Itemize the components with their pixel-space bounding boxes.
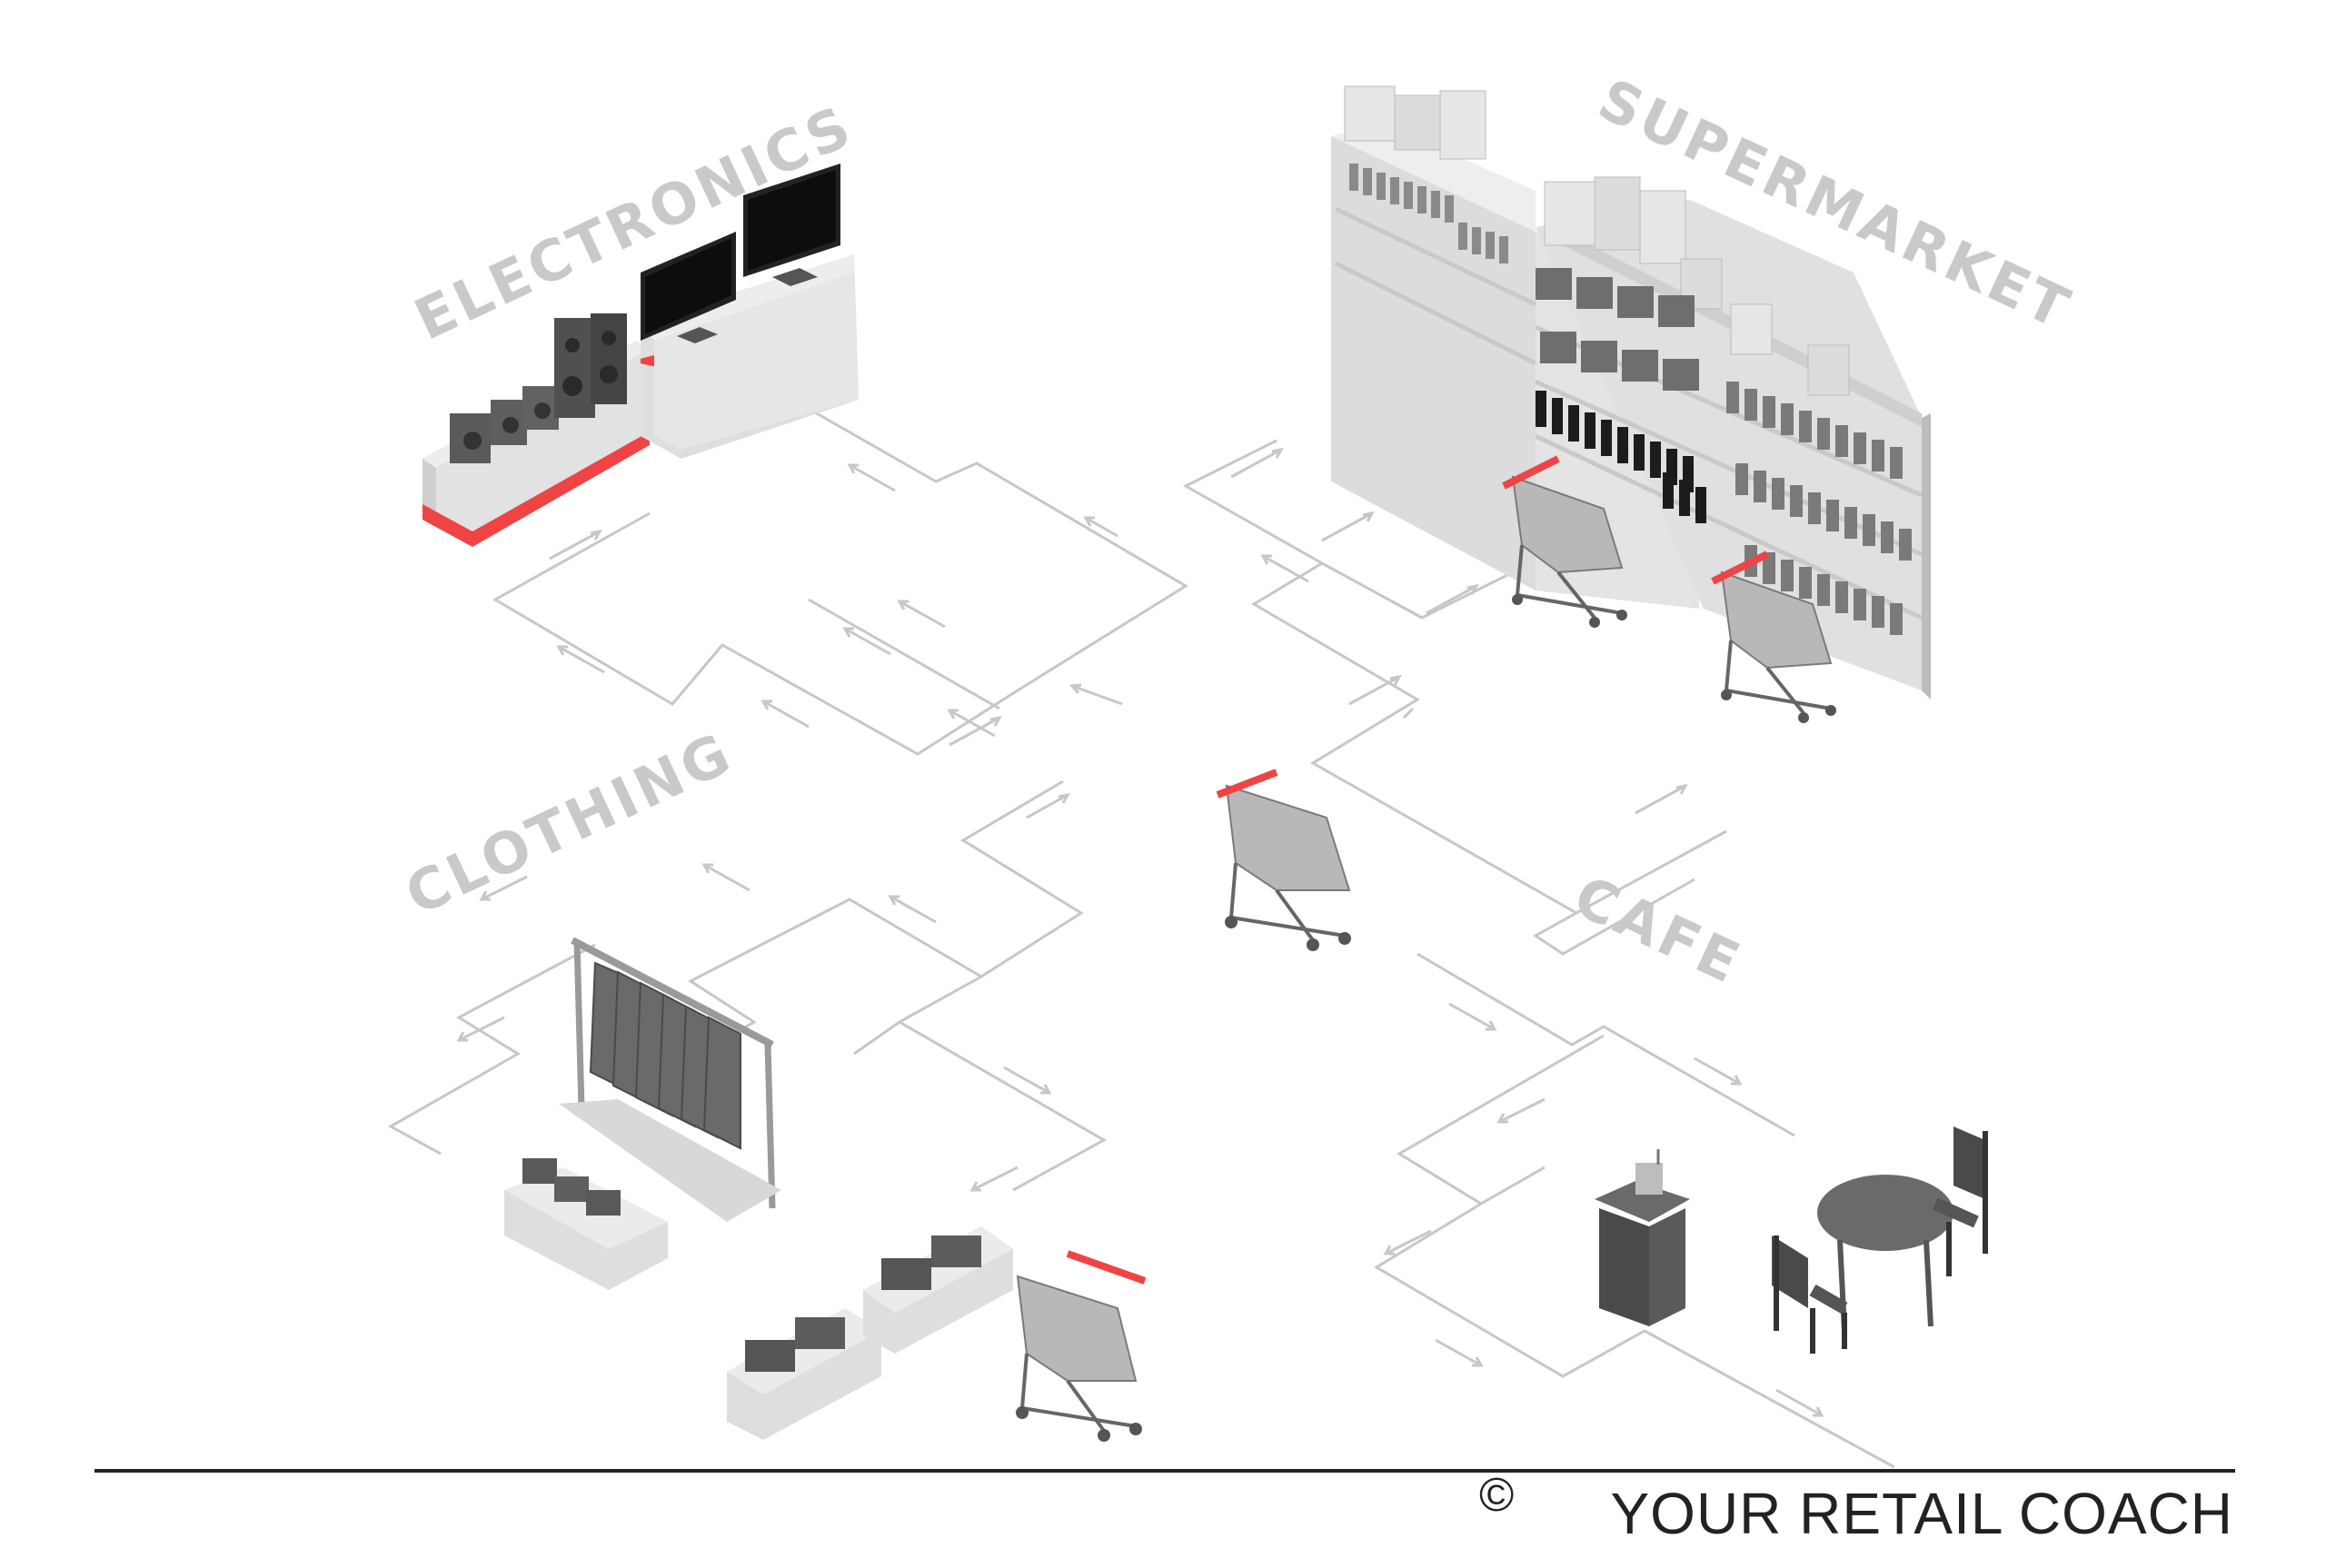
cafe-chair-icon bbox=[1933, 1126, 1988, 1276]
bottles-icon bbox=[1349, 164, 1912, 635]
zone-label-clothing: CLOTHING bbox=[395, 719, 742, 928]
shopping-cart-icon bbox=[1016, 1250, 1147, 1442]
zone-label-cafe: CAFE bbox=[1565, 862, 1753, 997]
tv-display-icon bbox=[641, 164, 840, 343]
cafe-counter-icon bbox=[1595, 1149, 1690, 1326]
shopping-cart-icon bbox=[1216, 769, 1351, 951]
customer-flow-paths bbox=[387, 407, 1895, 1469]
footer-divider bbox=[94, 1469, 2235, 1473]
clothing-rack-icon bbox=[559, 937, 781, 1222]
speaker-icon bbox=[450, 313, 627, 463]
cafe-chair-icon bbox=[1772, 1236, 1848, 1354]
product-boxes-icon bbox=[1344, 85, 1850, 396]
copyright-symbol: © bbox=[1479, 1469, 1515, 1522]
shopping-cart-icon bbox=[1711, 551, 1836, 723]
direction-arrows bbox=[456, 447, 1824, 1417]
brand-name: YOUR RETAIL COACH bbox=[1610, 1481, 2233, 1546]
shopping-cart-icon bbox=[1502, 455, 1627, 628]
folded-clothes-table bbox=[727, 1308, 881, 1440]
folded-clothes-table bbox=[863, 1226, 1013, 1354]
folded-clothes-table bbox=[504, 1158, 668, 1290]
